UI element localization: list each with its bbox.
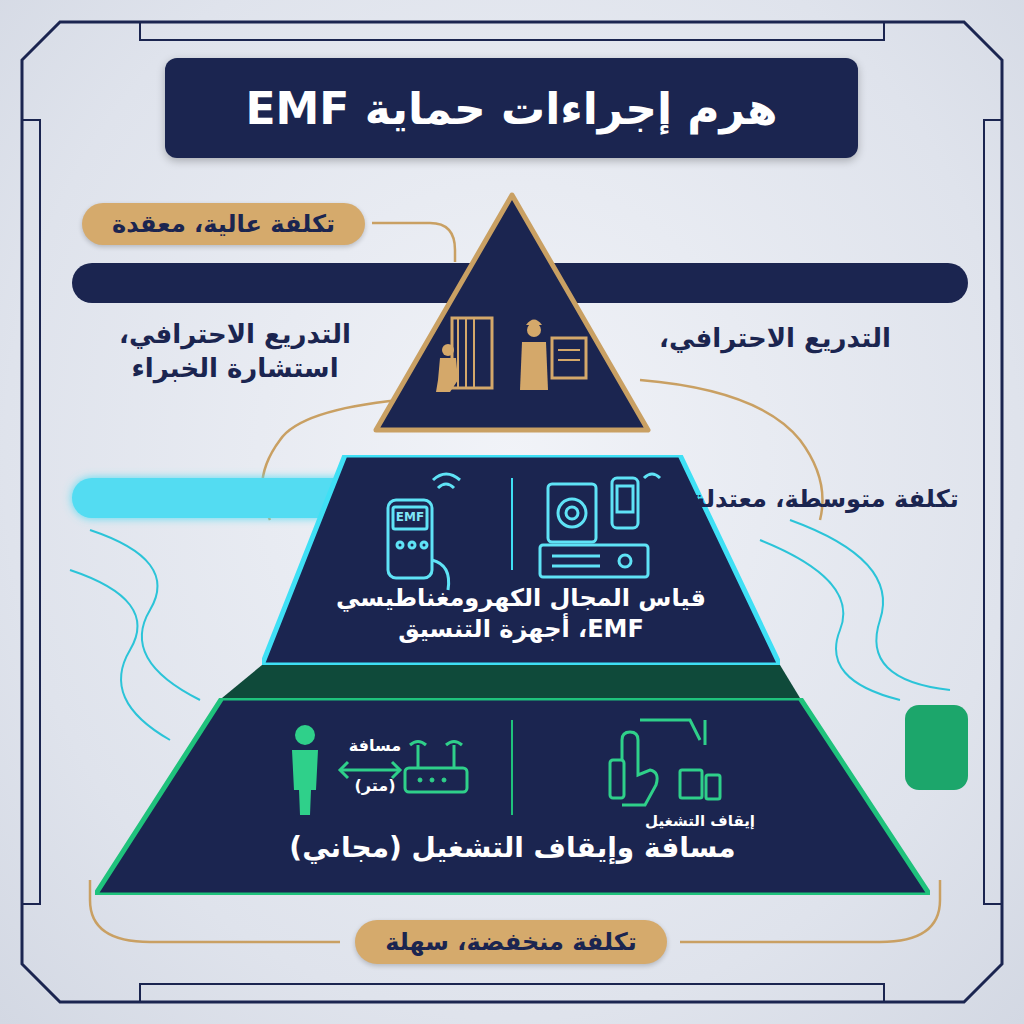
- frame: [22, 22, 1002, 1002]
- icon-label: مسافة: [335, 736, 415, 757]
- side-label: التدريع الاحترافي، استشارة الخبراء: [110, 318, 360, 386]
- cost-pill: تكلفة منخفضة، سهلة: [355, 920, 667, 964]
- shielding-icon: [436, 318, 586, 392]
- tier-joint: [222, 665, 800, 698]
- green-bar: [905, 705, 968, 790]
- cost-pill: تكلفة عالية، معقدة: [82, 203, 365, 245]
- pill-text: تكلفة عالية، معقدة: [112, 210, 335, 238]
- title-box: هرم إجراءات حماية EMF: [165, 58, 858, 158]
- icon-label: (متر): [335, 776, 415, 797]
- side-label: التدريع الاحترافي،: [640, 322, 910, 356]
- bottom-tier-shape: [95, 698, 930, 895]
- icon-label: إيقاف التشغيل: [640, 812, 760, 832]
- cost-label: تكلفة متوسطة، معتدلة: [680, 484, 970, 515]
- meter-label: EMF: [391, 510, 429, 526]
- tier-text: مسافة وإيقاف التشغيل (مجاني): [235, 830, 790, 866]
- pill-text: تكلفة منخفضة، سهلة: [385, 928, 637, 956]
- bottom-tier: مسافة وإيقاف التشغيل (مجاني): [95, 698, 930, 895]
- top-tier: [376, 195, 648, 430]
- tier-text: قياس المجال الكهرومغناطيسي EMF، أجهزة ال…: [332, 583, 710, 645]
- title-text: هرم إجراءات حماية EMF: [246, 83, 778, 134]
